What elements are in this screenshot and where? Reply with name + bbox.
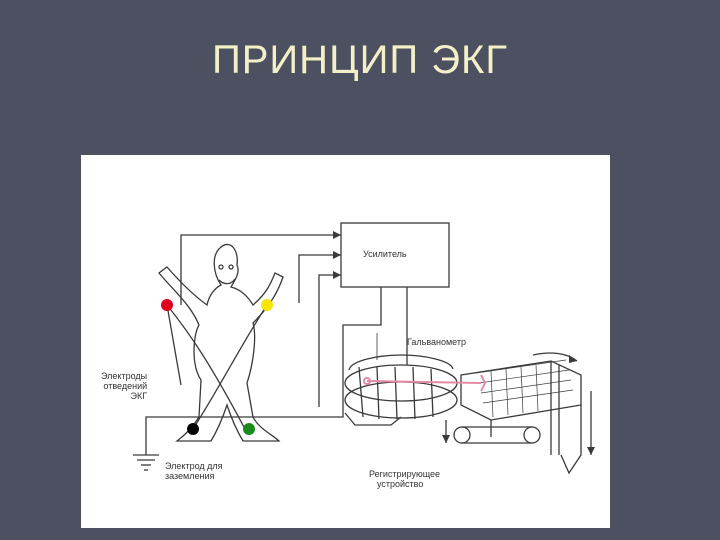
lead-line-1 <box>166 304 246 430</box>
recorder-label-line1: Регистрирующее <box>369 469 441 479</box>
roller-left <box>453 426 471 444</box>
slide-title: ПРИНЦИП ЭКГ <box>212 38 508 82</box>
wire-left-arm <box>298 254 341 303</box>
patient-outline <box>158 243 284 442</box>
recorder-label-line2: устройство <box>377 479 424 489</box>
paper-roll-edge <box>560 405 582 475</box>
beam-line <box>366 380 482 384</box>
wire-left-leg <box>318 274 341 407</box>
lead-electrodes-label-line3: ЭКГ <box>130 391 148 401</box>
ground-electrode-label-line2: заземления <box>165 471 215 481</box>
electrode-right-leg <box>187 423 199 435</box>
amplifier-label: Усилитель <box>363 249 407 259</box>
ground-electrode-label-line1: Электрод для <box>165 461 223 471</box>
ecg-schematic <box>133 222 595 475</box>
lead-electrodes-label-line2: отведений <box>103 381 148 391</box>
ground-electrode-label: Электрод для заземления <box>165 461 223 481</box>
ecg-diagram: Усилитель Гальванометр Электроды отведен… <box>81 155 610 528</box>
electrode-right-arm <box>161 299 173 311</box>
galvanometer-label: Гальванометр <box>407 337 466 347</box>
lead-electrodes-label: Электроды отведений ЭКГ <box>101 371 147 401</box>
wire-ground <box>145 287 382 455</box>
wire-right-arm <box>180 234 341 305</box>
galvanometer-beam <box>363 374 487 392</box>
electrode-left-arm <box>261 299 273 311</box>
lead-electrodes-label-line1: Электроды <box>101 371 148 381</box>
recorder-label: Регистрирующее устройство <box>369 469 440 489</box>
lead-line-3 <box>166 304 182 386</box>
lead-line-2 <box>192 304 268 430</box>
beam-tip <box>480 374 487 392</box>
roller-right <box>523 426 541 444</box>
electrode-left-leg <box>243 423 255 435</box>
